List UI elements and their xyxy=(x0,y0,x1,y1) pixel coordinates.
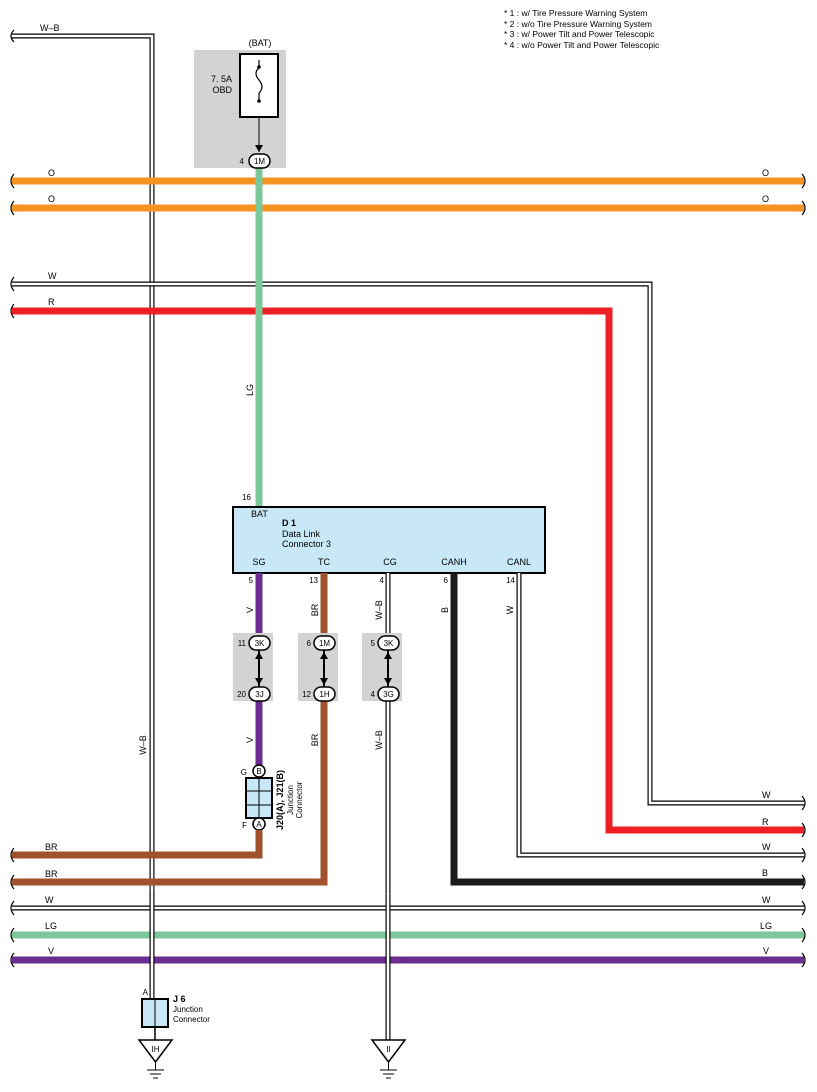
dlc-terminal-canl: CANL xyxy=(507,557,531,567)
svg-text:B: B xyxy=(256,767,261,776)
note-4: * 4 : w/o Power Tilt and Power Telescopi… xyxy=(504,39,660,50)
wire-label-o1-right: O xyxy=(762,168,769,178)
svg-text:B: B xyxy=(762,868,768,878)
svg-text:11: 11 xyxy=(238,639,247,648)
svg-text:5: 5 xyxy=(371,639,376,648)
svg-text:BR: BR xyxy=(45,842,58,852)
svg-text:V: V xyxy=(245,737,255,743)
svg-text:BR: BR xyxy=(310,733,320,746)
fuse-header: (BAT) xyxy=(249,38,272,48)
svg-text:W–B: W–B xyxy=(374,600,384,620)
svg-text:IH: IH xyxy=(152,1045,160,1054)
wire-label-r-top: R xyxy=(48,297,55,307)
dlc-name-line2: Connector 3 xyxy=(282,539,331,549)
svg-text:V: V xyxy=(763,946,769,956)
arrow-down-icon xyxy=(255,145,263,152)
wire-br-1 xyxy=(12,830,263,859)
dlc-terminal-sg: SG xyxy=(252,557,265,567)
svg-text:W: W xyxy=(762,895,771,905)
fuse-icon xyxy=(255,60,263,100)
wire-label-w1-right: W xyxy=(762,790,771,800)
svg-text:V: V xyxy=(48,946,54,956)
svg-text:6: 6 xyxy=(307,639,312,648)
fuse-name: OBD xyxy=(212,85,232,95)
junction-connector-j20-j21: B G A F J20(A), J21(B) Junction Connecto… xyxy=(241,764,304,831)
ground-ii-icon: II xyxy=(370,1039,407,1079)
svg-text:W: W xyxy=(762,842,771,852)
svg-text:14: 14 xyxy=(506,576,515,585)
svg-text:LG: LG xyxy=(760,921,772,931)
svg-text:BR: BR xyxy=(310,603,320,616)
dlc-name-line1: Data Link xyxy=(282,529,321,539)
note-1: * 1 : w/ Tire Pressure Warning System xyxy=(504,8,648,18)
splice-tc: 1M 6 1H 12 xyxy=(298,633,338,702)
svg-text:1H: 1H xyxy=(319,690,329,699)
dlc-terminal-tc: TC xyxy=(318,557,330,567)
svg-text:V: V xyxy=(245,607,255,613)
svg-text:W: W xyxy=(505,605,515,614)
svg-text:1M: 1M xyxy=(319,639,330,648)
wire-label-lg-vertical: LG xyxy=(245,384,255,396)
svg-text:B: B xyxy=(440,607,450,613)
svg-text:12: 12 xyxy=(302,690,311,699)
svg-text:4: 4 xyxy=(371,690,376,699)
dlc-bat-pin: 16 xyxy=(242,493,251,502)
splice-cg: 3K 5 3G 4 xyxy=(362,633,402,702)
splice-sg: 3K 11 3J 20 xyxy=(233,633,273,702)
svg-text:3K: 3K xyxy=(255,639,265,648)
wire-label-o2-right: O xyxy=(762,194,769,204)
junction-connector-j6: A J 6 Junction Connector xyxy=(141,988,210,1028)
dlc-terminal-cg: CG xyxy=(383,557,397,567)
svg-text:3K: 3K xyxy=(384,639,394,648)
option-notes: * 1 : w/ Tire Pressure Warning System * … xyxy=(504,8,659,50)
wire-canl xyxy=(517,573,804,857)
svg-text:J20(A), J21(B): J20(A), J21(B) xyxy=(275,770,285,830)
dlc-connector-box xyxy=(232,506,546,574)
break-mark-icon xyxy=(10,29,15,43)
ground-ih-icon: IH xyxy=(137,1039,174,1079)
svg-text:G: G xyxy=(241,768,247,777)
wire-tc xyxy=(12,573,328,886)
note-2: * 2 : w/o Tire Pressure Warning System xyxy=(504,18,653,29)
svg-text:20: 20 xyxy=(237,690,246,699)
svg-text:Connector: Connector xyxy=(295,781,304,818)
dlc-code: D 1 xyxy=(282,518,296,528)
svg-text:13: 13 xyxy=(309,576,318,585)
svg-text:6: 6 xyxy=(444,576,449,585)
svg-text:3G: 3G xyxy=(383,690,394,699)
svg-text:Junction: Junction xyxy=(173,1005,203,1014)
note-3: * 3 : w/ Power Tilt and Power Telescopic xyxy=(504,29,655,40)
wire-canh xyxy=(450,573,804,886)
fuse-pin: 4 xyxy=(240,157,245,166)
fuse-connector xyxy=(248,153,271,169)
wire-label-wb-vertical: W–B xyxy=(138,735,148,755)
svg-text:W: W xyxy=(45,895,54,905)
svg-text:4: 4 xyxy=(380,576,385,585)
wire-label-w-top: W xyxy=(48,271,57,281)
svg-text:BR: BR xyxy=(45,869,58,879)
svg-text:F: F xyxy=(242,821,247,830)
svg-text:W–B: W–B xyxy=(374,730,384,750)
svg-text:II: II xyxy=(386,1045,390,1054)
svg-text:1M: 1M xyxy=(254,157,265,166)
dlc-bat-label: BAT xyxy=(251,509,268,519)
svg-text:J 6: J 6 xyxy=(173,994,186,1004)
svg-text:A: A xyxy=(143,988,149,997)
wire-label-top-wb: W–B xyxy=(40,23,60,33)
wire-label-r-right: R xyxy=(762,817,769,827)
svg-text:5: 5 xyxy=(249,576,254,585)
svg-text:3J: 3J xyxy=(255,690,263,699)
wire-red xyxy=(12,307,804,834)
wire-label-o2-left: O xyxy=(48,194,55,204)
svg-text:A: A xyxy=(256,820,262,829)
svg-text:Junction: Junction xyxy=(286,785,295,815)
svg-text:LG: LG xyxy=(45,921,57,931)
fuse-rating: 7. 5A xyxy=(211,74,232,84)
wire-label-o1-left: O xyxy=(48,168,55,178)
svg-text:Connector: Connector xyxy=(173,1015,210,1024)
dlc-terminal-canh: CANH xyxy=(441,557,467,567)
